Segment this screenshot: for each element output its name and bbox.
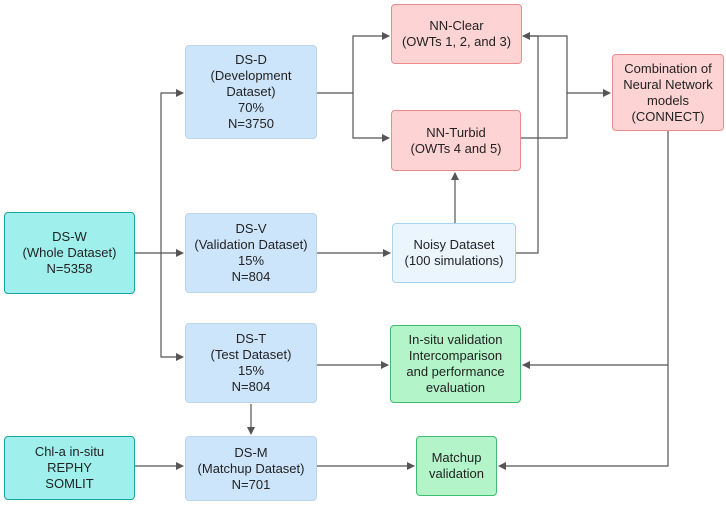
ds-w-box: DS-W (Whole Dataset) N=5358 — [4, 212, 135, 294]
ds-v-line-1: DS-V — [235, 221, 267, 236]
ds-m-line-1: DS-M — [234, 444, 268, 460]
matchup-line-2: validation — [429, 466, 484, 481]
connect-line-3: models — [647, 92, 689, 108]
noisy-line-2: (100 simulations) — [404, 253, 504, 268]
ds-t-line-1: DS-T — [235, 331, 267, 346]
ds-d-line-3: Dataset) — [226, 84, 276, 99]
nn-clear-line-2: (OWTs 1, 2, and 3) — [401, 34, 512, 49]
insitu-line-3: and performance — [406, 364, 505, 379]
ds-t-box: DS-T (Test Dataset) 15% N=804 — [185, 323, 317, 403]
ds-v-line-3: 15% — [237, 253, 265, 268]
matchup-line-1: Matchup — [431, 450, 482, 465]
arrow-dsw-to-dsd — [160, 89, 184, 253]
ds-d-box: DS-D (Development Dataset) 70% N=3750 — [185, 45, 317, 139]
insitu-validation-box: In-situ validation Intercomparison and p… — [390, 325, 521, 403]
connect-line-1: Combination of — [624, 60, 712, 76]
ds-d-line-5: N=3750 — [228, 116, 274, 131]
ds-m-line-2: (Matchup Dataset) — [197, 460, 305, 476]
noisy-dataset-box: Noisy Dataset (100 simulations) — [392, 223, 516, 283]
ds-t-line-3: 15% — [237, 363, 265, 378]
arrow-nnclear-to-connect — [523, 35, 611, 97]
insitu-line-1: In-situ validation — [408, 332, 503, 347]
connect-box: Combination of Neural Network models (CO… — [612, 54, 724, 131]
arrow-dsw-to-dst — [160, 253, 184, 361]
arrow-dsd-to-nnclear — [317, 32, 390, 94]
nn-turbid-box: NN-Turbid (OWTs 4 and 5) — [391, 110, 521, 171]
ds-m-line-3: N=701 — [231, 476, 271, 492]
ds-v-box: DS-V (Validation Dataset) 15% N=804 — [185, 213, 317, 293]
nn-turbid-line-2: (OWTs 4 and 5) — [410, 140, 502, 156]
nn-clear-box: NN-Clear (OWTs 1, 2, and 3) — [391, 4, 522, 64]
arrow-connect-to-insitu — [522, 131, 669, 369]
ds-d-line-4: 70% — [237, 100, 265, 115]
ds-v-line-2: (Validation Dataset) — [194, 237, 308, 252]
ds-m-box: DS-M (Matchup Dataset) N=701 — [185, 436, 317, 501]
ds-w-line-3: N=5358 — [46, 261, 93, 276]
arrow-connect-to-matchup — [498, 365, 669, 470]
nn-clear-line-1: NN-Clear — [429, 18, 484, 33]
noisy-line-1: Noisy Dataset — [413, 237, 495, 252]
ds-v-line-4: N=804 — [231, 269, 271, 284]
matchup-validation-box: Matchup validation — [416, 436, 497, 496]
connect-line-2: Neural Network — [623, 76, 713, 92]
nn-turbid-line-1: NN-Turbid — [426, 124, 486, 140]
chla-insitu-box: Chl-a in-situ REPHY SOMLIT — [4, 436, 135, 500]
insitu-line-4: evaluation — [425, 380, 486, 395]
arrow-dsd-to-nnturbid — [352, 93, 390, 142]
ds-d-line-2: (Development — [210, 68, 292, 83]
chla-line-3: SOMLIT — [45, 476, 94, 491]
chla-line-1: Chl-a in-situ — [34, 444, 105, 459]
ds-t-line-4: N=804 — [231, 379, 271, 394]
insitu-line-2: Intercomparison — [408, 348, 503, 363]
line-nnturbid-to-connect — [521, 93, 568, 139]
ds-t-line-2: (Test Dataset) — [210, 347, 292, 362]
ds-w-line-1: DS-W — [52, 229, 87, 244]
ds-d-line-1: DS-D — [235, 52, 267, 67]
connect-line-4: (CONNECT) — [631, 108, 705, 124]
chla-line-2: REPHY — [47, 460, 92, 475]
ds-w-line-2: (Whole Dataset) — [22, 245, 117, 260]
